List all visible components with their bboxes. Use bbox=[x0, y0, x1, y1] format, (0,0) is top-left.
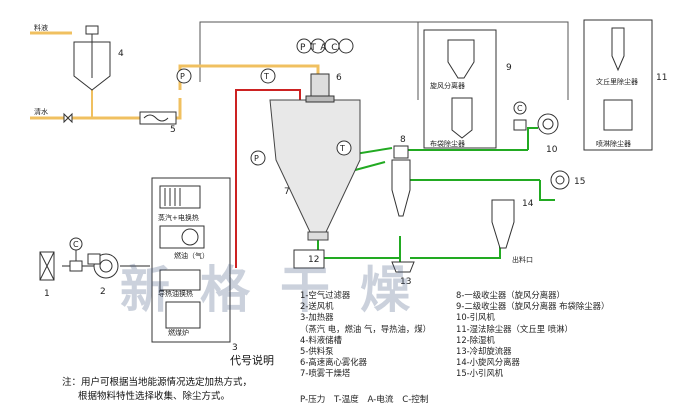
cyclone-separator-label: 旋风分离器 bbox=[430, 81, 465, 90]
small-cyclone bbox=[491, 199, 515, 249]
svg-text:15: 15 bbox=[574, 177, 585, 187]
svg-text:9: 9 bbox=[506, 63, 512, 73]
legend-item: 14-小旋风分离器 bbox=[456, 357, 520, 368]
svg-text:P: P bbox=[180, 72, 185, 81]
pressure-gauge-feed: P bbox=[176, 68, 192, 84]
wet-scrubber: 文丘里除尘器 喷淋除尘器 bbox=[583, 19, 653, 151]
control-instrument: C bbox=[69, 237, 83, 272]
abbreviations: P-压力 T-温度 A-电流 C-控制 bbox=[300, 395, 429, 405]
watermark: 新格干燥 bbox=[120, 261, 440, 319]
note-line-1: 注：用户可根据当地能源情况选定加热方式， bbox=[62, 377, 253, 388]
supply-fan bbox=[87, 253, 119, 279]
spray-dryer-tower bbox=[269, 99, 361, 241]
legend-item: 12-除湿机 bbox=[456, 334, 495, 345]
cooling-cyclone bbox=[391, 261, 415, 273]
legend-item: 8-一级收尘器（旋风分离器） bbox=[456, 290, 565, 300]
svg-text:11: 11 bbox=[656, 73, 667, 83]
svg-text:T: T bbox=[263, 72, 269, 81]
ptac-text: PTAC bbox=[300, 43, 343, 53]
legend-item: 9-二级收尘器（旋风分离器 布袋除尘器） bbox=[456, 301, 610, 312]
svg-text:C: C bbox=[73, 240, 79, 249]
svg-text:C: C bbox=[517, 104, 523, 113]
svg-text:12: 12 bbox=[308, 255, 319, 265]
legend-title: 代号说明 bbox=[230, 354, 274, 367]
ptac-instruments: PTAC bbox=[296, 38, 354, 54]
legend-right: 8-一级收尘器（旋风分离器） 9-二级收尘器（旋风分离器 布袋除尘器） 10-引… bbox=[456, 290, 609, 380]
svg-text:3: 3 bbox=[232, 343, 238, 353]
note-line-2: 根据物料特性选择收集、除尘方式。 bbox=[78, 391, 231, 402]
feed-pump bbox=[139, 111, 177, 125]
heater-steam-electric-label: 蒸汽+电换热 bbox=[158, 213, 199, 222]
legend-item: 2-送风机 bbox=[300, 301, 334, 312]
legend-item: 4-料液储槽 bbox=[300, 334, 342, 345]
svg-text:P: P bbox=[254, 154, 259, 163]
induced-fan: C bbox=[513, 101, 559, 135]
legend-item: 3-加热器 bbox=[300, 312, 334, 323]
outlet-label: 出料口 bbox=[512, 255, 533, 264]
centrifugal-atomizer bbox=[305, 73, 335, 103]
note: 注：用户可根据当地能源情况选定加热方式， 根据物料特性选择收集、除尘方式。 bbox=[62, 376, 252, 404]
svg-text:10: 10 bbox=[546, 145, 558, 155]
heater-fuel-label: 燃油（气） bbox=[174, 251, 209, 260]
heater-coal-label: 燃煤炉 bbox=[168, 328, 189, 337]
pressure-gauge-tower: P bbox=[250, 150, 266, 166]
air-filter bbox=[39, 251, 55, 281]
hot-air-line bbox=[235, 89, 301, 268]
bag-filter-label: 布袋除尘器 bbox=[430, 139, 465, 148]
air-duct-lines bbox=[199, 21, 569, 100]
primary-cyclone bbox=[391, 145, 411, 217]
secondary-collector: 旋风分离器 布袋除尘器 bbox=[423, 29, 497, 149]
spray-scrubber-label: 喷淋除尘器 bbox=[596, 139, 631, 148]
legend-item: 13-冷却旋流器 bbox=[456, 345, 512, 356]
legend-item: （蒸汽 电，燃油 气，导热油，煤） bbox=[300, 323, 431, 334]
svg-text:T: T bbox=[339, 144, 345, 153]
svg-text:7: 7 bbox=[284, 187, 290, 197]
venturi-scrubber-label: 文丘里除尘器 bbox=[596, 77, 638, 86]
legend-item: 11-湿法除尘器（文丘里 喷淋） bbox=[456, 323, 573, 334]
temperature-gauge-tower: T bbox=[336, 140, 352, 156]
legend-item: 6-高速离心雾化器 bbox=[300, 357, 367, 368]
svg-text:14: 14 bbox=[522, 199, 534, 209]
legend-item: 10-引风机 bbox=[456, 312, 495, 323]
svg-text:2: 2 bbox=[100, 287, 106, 297]
svg-text:4: 4 bbox=[118, 49, 124, 59]
svg-text:8: 8 bbox=[400, 135, 406, 145]
temperature-gauge-inlet: T bbox=[260, 68, 276, 84]
legend-item: 5-供料泵 bbox=[300, 345, 334, 356]
feed-tank bbox=[73, 25, 111, 91]
clean-water-label: 清水 bbox=[34, 107, 48, 116]
legend-item: 15-小引风机 bbox=[456, 368, 504, 379]
svg-text:1: 1 bbox=[44, 289, 50, 299]
heater-thermal-oil-label: 导热油换热 bbox=[158, 289, 193, 298]
feed-liquid-label: 料液 bbox=[34, 23, 48, 32]
legend-left: 1-空气过滤器 2-送风机 3-加热器 （蒸汽 电，燃油 气，导热油，煤） 4-… bbox=[300, 290, 431, 380]
svg-text:13: 13 bbox=[400, 277, 411, 287]
heater: 蒸汽+电换热 燃油（气） 导热油换热 燃煤炉 bbox=[151, 177, 231, 343]
legend-item: 7-喷雾干燥塔 bbox=[300, 368, 351, 379]
equipment-numbers: 1 2 3 4 5 6 7 8 9 10 11 12 13 14 15 bbox=[44, 49, 667, 353]
legend-item: 1-空气过滤器 bbox=[300, 290, 351, 300]
dehumidifier bbox=[293, 249, 325, 269]
svg-text:5: 5 bbox=[170, 125, 176, 135]
small-induced-fan bbox=[550, 170, 570, 190]
svg-text:6: 6 bbox=[336, 73, 342, 83]
water-valve bbox=[63, 112, 73, 124]
